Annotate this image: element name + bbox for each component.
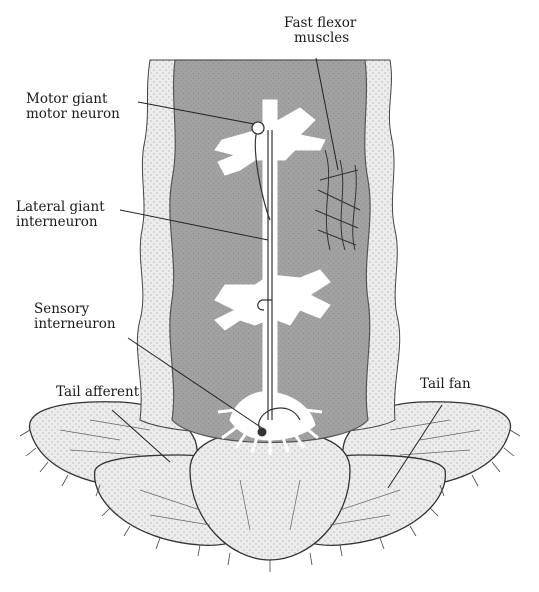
fan-fringe [19,429,521,572]
label-motor-giant: Motor giant motor neuron [26,91,120,122]
cord-trunk [262,99,278,431]
sensory-interneuron-soma [257,427,267,437]
label-tail-afferent: Tail afferent [56,384,140,400]
label-sensory-interneuron: Sensory interneuron [34,301,116,332]
leader-lateral-giant [119,209,269,241]
leader-fast-flexor [315,57,339,171]
motor-giant-soma [251,121,265,135]
leader-sensory [127,337,263,429]
leader-tail-afferent [111,409,171,463]
fast-flexor-fibers [314,149,361,251]
label-tail-fan: Tail fan [420,376,471,392]
leader-motor-giant [137,101,255,125]
fan-striations [59,419,481,531]
leader-lines [111,57,443,489]
caudal-rays [217,408,323,455]
label-lateral-giant: Lateral giant interneuron [16,199,105,230]
leader-tail-fan [387,404,443,489]
label-fast-flexor-muscles: Fast flexor muscles [284,15,357,46]
